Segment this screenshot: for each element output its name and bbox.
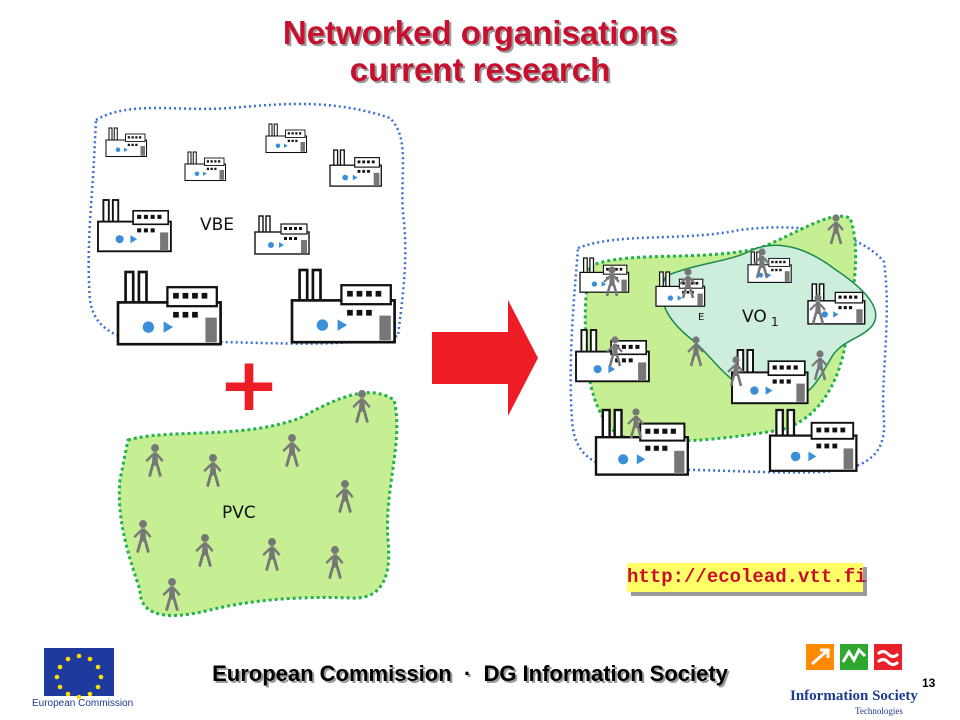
vbe-label: VBE — [200, 215, 234, 235]
result-vbe-label: E — [698, 312, 704, 323]
ist-logo-sub: Technologies — [855, 706, 903, 716]
slide-title-line1: Networked organisations — [282, 14, 678, 51]
right-arrow-icon — [432, 300, 538, 416]
vo-label: VO — [742, 307, 767, 327]
ist-logo-title: Information Society — [790, 688, 918, 704]
slide-title-line2: current research — [349, 51, 611, 88]
plus-icon: + — [218, 342, 280, 428]
page-number: 13 — [922, 676, 936, 690]
ist-logo-icon — [806, 644, 902, 670]
ecolead-link[interactable]: http://ecolead.vtt.fi — [627, 563, 866, 592]
footer-text: European Commission · DG Information Soc… — [212, 661, 728, 686]
vbe-region — [87, 102, 407, 345]
eu-flag-icon — [44, 648, 114, 700]
ec-logo-caption: European Commission — [32, 698, 134, 709]
pvc-label: PVC — [222, 503, 256, 523]
vo-subscript: 1 — [771, 315, 779, 329]
vo-region — [661, 244, 877, 397]
pvc-region — [117, 391, 399, 617]
